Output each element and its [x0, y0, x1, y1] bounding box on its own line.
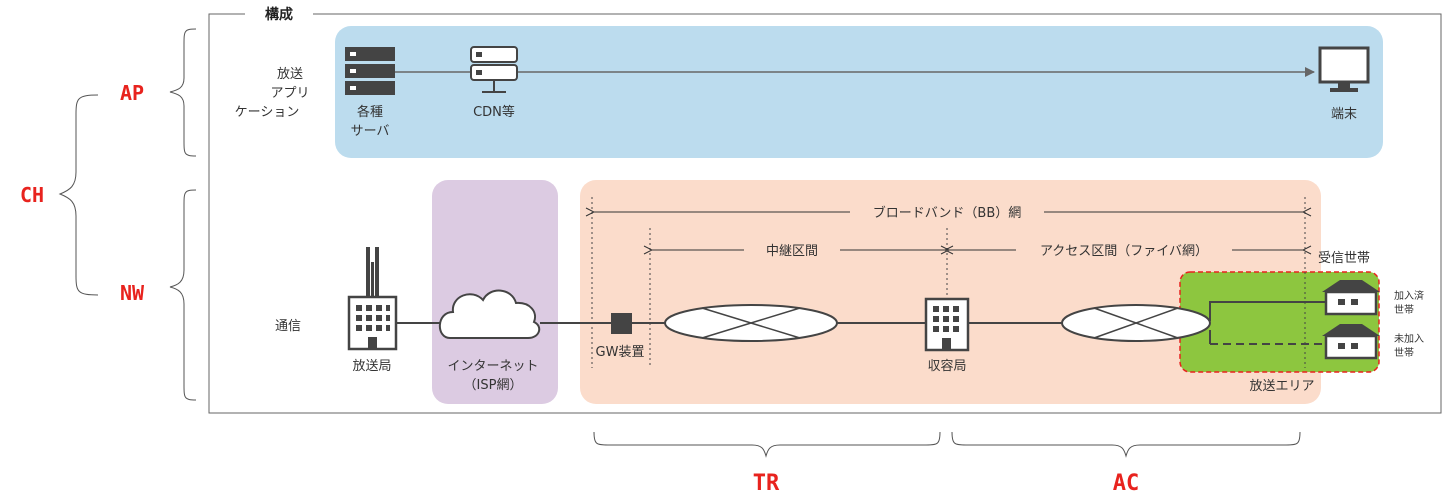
bottom-braces — [593, 431, 1301, 458]
network-links — [396, 301, 1326, 345]
servers-label-1: 各種 — [357, 104, 383, 120]
internet-label-2: （ISP網） — [464, 378, 523, 393]
ap-label: AP — [120, 81, 144, 105]
exchange-label: 収容局 — [927, 358, 966, 374]
servers-icon — [345, 47, 395, 95]
access-label: アクセス区間（ファイバ網） — [1040, 244, 1208, 259]
unsubscribed-label-2: 世帯 — [1394, 346, 1414, 359]
internet-label-1: インターネット — [447, 359, 538, 374]
segment-boundaries — [591, 197, 1306, 368]
exchange-building-icon — [924, 297, 970, 352]
broadband-band — [580, 180, 1321, 404]
tr-brace — [593, 431, 941, 458]
app-row-label-3: ケーション — [235, 105, 300, 120]
comm-row-label: 通信 — [275, 319, 301, 334]
ac-label: AC — [1113, 471, 1140, 496]
relay-network-icon — [664, 304, 838, 342]
gateway-device-icon — [611, 313, 632, 334]
unsubscribed-label-1: 未加入 — [1394, 333, 1424, 345]
unsubscribed-house-icon — [1322, 324, 1380, 360]
servers-label-2: サーバ — [351, 124, 390, 139]
subscribed-label-2: 世帯 — [1394, 303, 1414, 316]
access-network-icon — [1061, 304, 1211, 342]
app-row-label-2: アプリ — [270, 86, 309, 101]
layer-braces — [58, 28, 197, 401]
ac-brace — [951, 431, 1301, 458]
nw-label: NW — [120, 281, 145, 305]
ch-brace — [58, 94, 99, 296]
tr-label: TR — [753, 471, 780, 496]
broadcaster-label: 放送局 — [352, 359, 391, 374]
receivers-label: 受信世帯 — [1318, 251, 1370, 266]
subscribed-label-1: 加入済 — [1394, 289, 1424, 302]
application-band — [335, 26, 1383, 158]
relay-label: 中継区間 — [766, 244, 818, 259]
cdn-label: CDN等 — [473, 104, 515, 120]
frame-title: 構成 — [265, 6, 293, 23]
nw-brace — [169, 189, 197, 401]
broadband-label: ブロードバンド（BB）網 — [873, 205, 1022, 221]
app-row-label-1: 放送 — [277, 67, 303, 82]
terminal-label: 端末 — [1331, 107, 1357, 122]
dimension-arrows — [594, 212, 1303, 250]
ap-brace — [169, 28, 197, 157]
subscribed-house-icon — [1322, 280, 1380, 316]
internet-cloud-icon — [438, 289, 541, 339]
cdn-icon — [470, 46, 518, 93]
gateway-label: GW装置 — [596, 345, 645, 360]
ch-label: CH — [20, 183, 44, 207]
broadcaster-building-icon — [347, 247, 398, 351]
frame: 構成 — [208, 6, 1442, 414]
broadcast-area-label: 放送エリア — [1249, 379, 1314, 394]
terminal-icon — [1318, 46, 1370, 92]
